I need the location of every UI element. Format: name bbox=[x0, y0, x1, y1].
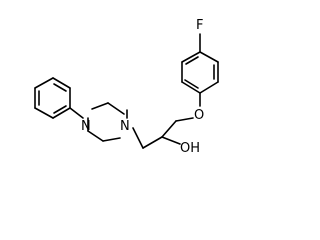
chemical-structure-diagram: F O OH N N bbox=[34, 18, 219, 156]
fluorophenyl-ring bbox=[181, 51, 219, 94]
ch2-n-bond bbox=[132, 127, 144, 149]
piperazine-n4-label: N bbox=[120, 119, 130, 134]
ether-oxygen-label: O bbox=[194, 108, 204, 123]
piperazine-n1-label: N bbox=[81, 119, 91, 134]
choh-oh-bond bbox=[161, 136, 181, 145]
piperazine-ring bbox=[87, 102, 128, 142]
n-phenyl-bond bbox=[69, 107, 84, 119]
ch2-choh-bond bbox=[161, 120, 177, 138]
choh-ch2-bond bbox=[142, 136, 163, 149]
phenyl-ring bbox=[34, 77, 71, 119]
fluorine-atom-label: F bbox=[196, 18, 203, 33]
o-ch2-bond bbox=[175, 117, 194, 122]
hydroxyl-label: OH bbox=[180, 141, 200, 156]
